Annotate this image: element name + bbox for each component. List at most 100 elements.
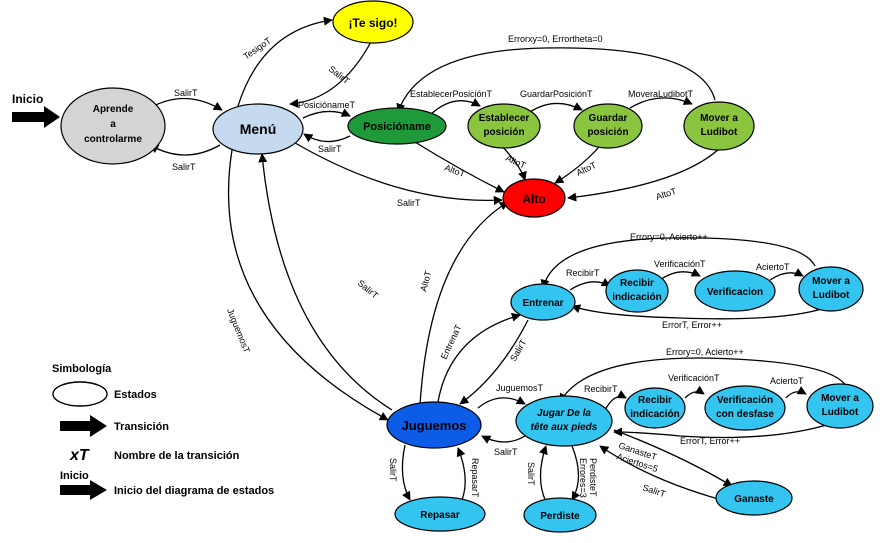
svg-text:tête aux pieds: tête aux pieds bbox=[531, 422, 598, 433]
label-aciertot-2: AciertoT bbox=[770, 376, 804, 386]
state-jugar-de-la-tete-aux-pieds: Jugar De la tête aux pieds bbox=[515, 395, 613, 447]
legend-xt-symbol: xT bbox=[69, 447, 90, 464]
state-mover-a-ludibot-3: Mover a Ludibot bbox=[806, 383, 874, 429]
edge-mover3-jugar-top bbox=[559, 357, 847, 403]
edge-aprende-menu bbox=[149, 97, 223, 111]
label-errort-1: ErrorT, Error++ bbox=[662, 320, 722, 330]
svg-text:posición: posición bbox=[587, 127, 628, 138]
edge-jugar-ganaste bbox=[613, 429, 733, 487]
label-establecert: EstablecerPosiciónT bbox=[410, 89, 493, 99]
svg-text:Aprende: Aprende bbox=[93, 104, 134, 115]
label-altot-posicioname: AltoT bbox=[443, 162, 467, 179]
edge-verificacion2-mover3 bbox=[785, 386, 807, 399]
state-perdiste: Perdiste bbox=[523, 497, 597, 533]
label-salirt-aprende-bottom: SalirT bbox=[172, 162, 196, 172]
svg-text:con desfase: con desfase bbox=[716, 409, 774, 420]
label-juguemost: JuguemosT bbox=[496, 383, 544, 393]
state-recibir-indicacion-2: Recibir indicación bbox=[624, 387, 686, 429]
edge-repasar-juguemos bbox=[456, 447, 466, 501]
edge-entrenar-recibir1 bbox=[569, 278, 611, 291]
edge-menu-posicioname bbox=[302, 108, 351, 119]
label-salirt-repasar: SalirT bbox=[388, 458, 398, 482]
label-juguemost-menu: JuguemosT bbox=[225, 307, 252, 355]
edge-entrenar-juguemos bbox=[459, 319, 529, 405]
edge-guardar-mover1 bbox=[629, 96, 693, 109]
legend-inicio-arrow-icon bbox=[60, 480, 107, 500]
svg-text:Recibir: Recibir bbox=[620, 278, 654, 289]
state-tesigo: ¡Te sigo! bbox=[332, 0, 414, 44]
edge-guardar-alto bbox=[554, 145, 601, 184]
svg-text:Verificación: Verificación bbox=[717, 395, 773, 406]
legend-inicio-diagrama: Inicio del diagrama de estados bbox=[114, 485, 274, 497]
edge-menu-tesigo bbox=[237, 16, 333, 107]
label-salirt-juguemos-menu: SalirT bbox=[356, 278, 381, 301]
svg-text:Posicióname: Posicióname bbox=[363, 121, 431, 133]
edge-mover2-entrenar-bottom bbox=[571, 304, 831, 320]
label-verificaciont-2: VerificaciónT bbox=[668, 373, 720, 383]
legend-inicio: Inicio bbox=[60, 470, 89, 482]
svg-text:Repasar: Repasar bbox=[420, 510, 460, 521]
edge-recibir2-verificacion2 bbox=[684, 385, 705, 399]
edge-recibir1-verificacion1 bbox=[659, 268, 701, 281]
state-mover-a-ludibot-1: Mover a Ludibot bbox=[683, 101, 755, 151]
label-repasart: RepasarT bbox=[470, 458, 480, 498]
edge-perdiste-jugar bbox=[539, 445, 548, 503]
svg-text:Mover a: Mover a bbox=[812, 276, 850, 287]
svg-text:Establecer: Establecer bbox=[479, 113, 530, 124]
svg-text:Menú: Menú bbox=[240, 121, 277, 137]
svg-text:posición: posición bbox=[483, 127, 524, 138]
edge-jugar-recibir2 bbox=[604, 390, 627, 411]
svg-text:Mover a: Mover a bbox=[700, 113, 738, 124]
svg-text:Jugar De la: Jugar De la bbox=[537, 408, 591, 419]
inicio-label: Inicio bbox=[12, 92, 43, 106]
edge-mover1-posicioname bbox=[396, 47, 716, 113]
label-salirt-perdiste: SalirT bbox=[526, 462, 536, 486]
label-errorxy: Errorxy=0, Errortheta=0 bbox=[508, 34, 603, 44]
svg-text:controlarme: controlarme bbox=[84, 134, 142, 145]
edge-juguemos-entrenar bbox=[437, 312, 521, 403]
label-errory-1: Errory=0, Acierto++ bbox=[630, 232, 708, 242]
edge-menu-aprende bbox=[149, 144, 221, 156]
svg-text:Ganaste: Ganaste bbox=[734, 494, 774, 505]
state-verificacion-con-desfase: Verificación con desfase bbox=[704, 385, 786, 431]
legend-transicion: Transición bbox=[114, 421, 169, 433]
label-perdistet: PerdisteT bbox=[588, 458, 598, 497]
svg-text:a: a bbox=[110, 119, 116, 130]
svg-text:Ludibot: Ludibot bbox=[822, 407, 859, 418]
label-altot-establecer: AltoT bbox=[504, 153, 528, 171]
label-posicionamet: PosiciónameT bbox=[298, 100, 356, 110]
label-tesigot: TesigoT bbox=[241, 35, 273, 62]
label-salirt-ganaste: SalirT bbox=[641, 482, 667, 499]
svg-text:Guardar: Guardar bbox=[589, 113, 628, 124]
edge-verificacion1-mover2 bbox=[769, 268, 804, 281]
edge-juguemos-repasar bbox=[401, 444, 411, 501]
edge-jugar-perdiste bbox=[571, 445, 581, 501]
label-entrenat: EntrenaT bbox=[439, 323, 464, 361]
state-recibir-indicacion-1: Recibir indicación bbox=[605, 269, 669, 313]
svg-text:Recibir: Recibir bbox=[638, 395, 672, 406]
legend-transition-arrow-icon bbox=[60, 415, 107, 437]
legend-nombre-transicion: Nombre de la transición bbox=[114, 450, 240, 462]
state-posicioname: Posicióname bbox=[347, 107, 447, 145]
label-salirt-aprende-top: SalirT bbox=[174, 88, 198, 98]
edge-establecer-guardar bbox=[529, 102, 583, 113]
label-recibirt-1: RecibirT bbox=[566, 268, 600, 278]
state-establecer: Establecer posición bbox=[467, 103, 541, 149]
label-guardart: GuardarPosiciónT bbox=[520, 89, 593, 99]
label-altot-guardar: AltoT bbox=[575, 160, 599, 178]
label-salirt-posicioname: SalirT bbox=[318, 144, 342, 154]
state-mover-a-ludibot-2: Mover a Ludibot bbox=[798, 266, 864, 312]
state-juguemos: Juguemos bbox=[386, 401, 482, 449]
label-altot-juguemos: AltoT bbox=[418, 269, 433, 292]
svg-text:Entrenar: Entrenar bbox=[522, 298, 563, 309]
inicio-entry: Inicio bbox=[12, 92, 60, 128]
label-verificaciont-1: VerificaciónT bbox=[654, 259, 706, 269]
svg-text:¡Te sigo!: ¡Te sigo! bbox=[348, 16, 397, 30]
edge-posicioname-alto bbox=[414, 141, 505, 193]
edge-jugar-juguemos bbox=[481, 435, 526, 444]
legend: Simbología Estados Transición xT Nombre … bbox=[52, 363, 274, 500]
state-guardar: Guardar posición bbox=[573, 103, 643, 149]
svg-text:Perdiste: Perdiste bbox=[540, 511, 580, 522]
label-errort-2: ErrorT, Error++ bbox=[680, 436, 740, 446]
